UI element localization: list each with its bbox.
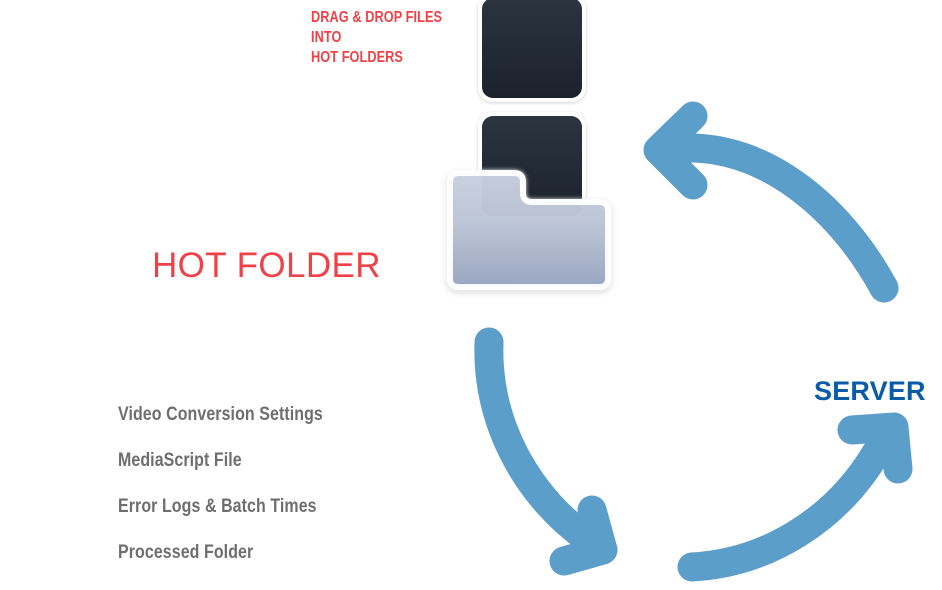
feature-list: Video Conversion Settings MediaScript Fi… xyxy=(118,392,362,590)
drag-drop-caption-line-3: HOT FOLDERS xyxy=(311,49,403,66)
server-label: SERVER xyxy=(814,376,926,406)
arrow-hot-folder-to-output xyxy=(474,327,618,576)
file-icon-top xyxy=(478,0,586,102)
list-item: Processed Folder xyxy=(118,542,254,563)
arrow-output-to-server xyxy=(677,412,913,582)
list-item: Video Conversion Settings xyxy=(118,404,323,425)
folder-icon xyxy=(447,170,611,290)
arrow-server-to-hot-folder xyxy=(643,101,899,303)
hot-folder-label: HOT FOLDER xyxy=(152,246,381,285)
drag-drop-caption: DRAG & DROP FILES INTO HOT FOLDERS xyxy=(311,8,442,68)
list-item: MediaScript File xyxy=(118,450,242,471)
hot-folder-icon xyxy=(441,164,617,296)
list-item: Results Folder xyxy=(118,576,323,590)
file-icon-frame xyxy=(482,0,582,98)
list-item: Error Logs & Batch Times xyxy=(118,496,317,517)
drag-drop-caption-line-1: DRAG & DROP FILES xyxy=(311,9,443,26)
drag-drop-caption-line-2: INTO xyxy=(311,29,342,46)
